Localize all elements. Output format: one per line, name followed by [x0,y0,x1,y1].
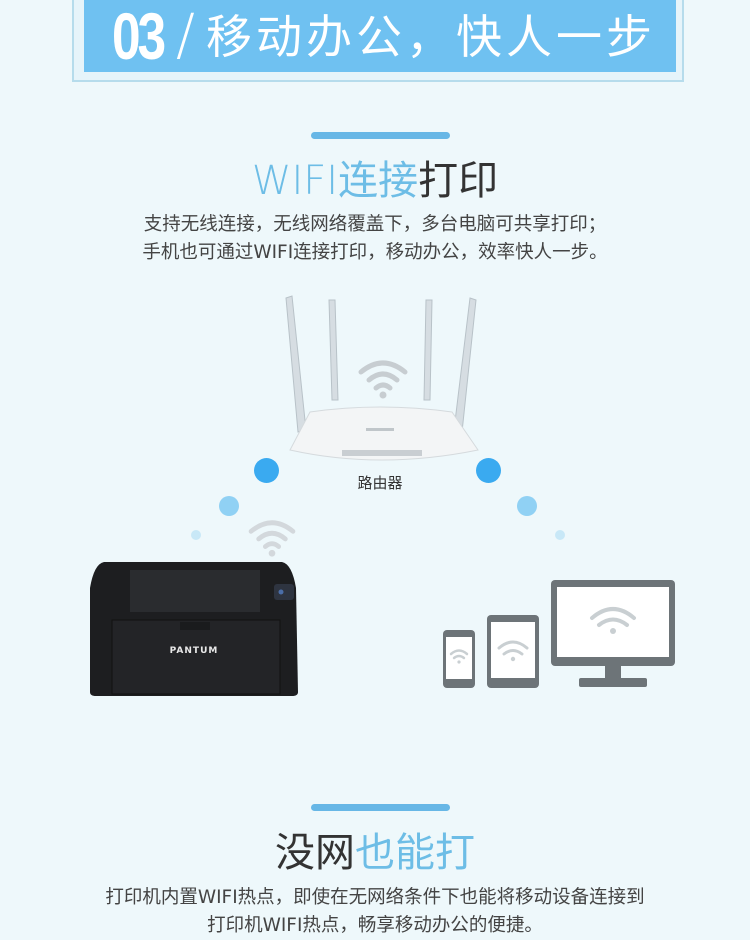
header-number: 03 [112,0,166,73]
router-label: 路由器 [357,474,403,492]
phone-icon [443,630,475,688]
wifi-icon [248,520,296,557]
section1-title-highlight: WIFI连接 [251,158,419,204]
header-slash: / [176,3,195,68]
section2-line-1: 打印机内置WIFI热点，即使在无网络条件下也能将移动设备连接到 [105,887,645,908]
printer-brand: PANTUM [169,646,219,656]
section2-text: 打印机内置WIFI热点，即使在无网络条件下也能将移动设备连接到 打印机WIFI热… [0,884,750,940]
wifi-icon [358,360,408,399]
devices-group [443,580,675,688]
signal-dot [254,458,279,483]
section2-title: 没网也能打 [0,828,750,878]
router-image [285,295,479,461]
section2-line-2: 打印机WIFI热点，畅享移动办公的便捷。 [207,915,543,936]
signal-dot [517,496,537,516]
signal-dot [191,530,201,540]
section1-title: WIFI连接打印 [0,156,750,206]
signal-dot [476,458,501,483]
signal-dot [555,530,565,540]
header-title: 移动办公，快人一步 [206,10,656,64]
section1-divider [311,132,450,139]
section2-divider [311,804,450,811]
signal-dot [219,496,239,516]
tablet-icon [487,615,539,688]
section2-title-rest: 没网 [275,830,355,876]
printer-image [90,562,298,696]
section2-title-highlight: 也能打 [355,830,475,876]
section1-text: 支持无线连接，无线网络覆盖下，多台电脑可共享打印； 手机也可通过WIFI连接打印… [0,211,750,267]
section1-line-1: 支持无线连接，无线网络覆盖下，多台电脑可共享打印； [143,214,607,235]
monitor-icon [551,580,675,687]
header-banner [84,0,676,72]
section1-line-2: 手机也可通过WIFI连接打印，移动办公，效率快人一步。 [142,242,608,263]
section1-title-rest: 打印 [418,158,499,204]
